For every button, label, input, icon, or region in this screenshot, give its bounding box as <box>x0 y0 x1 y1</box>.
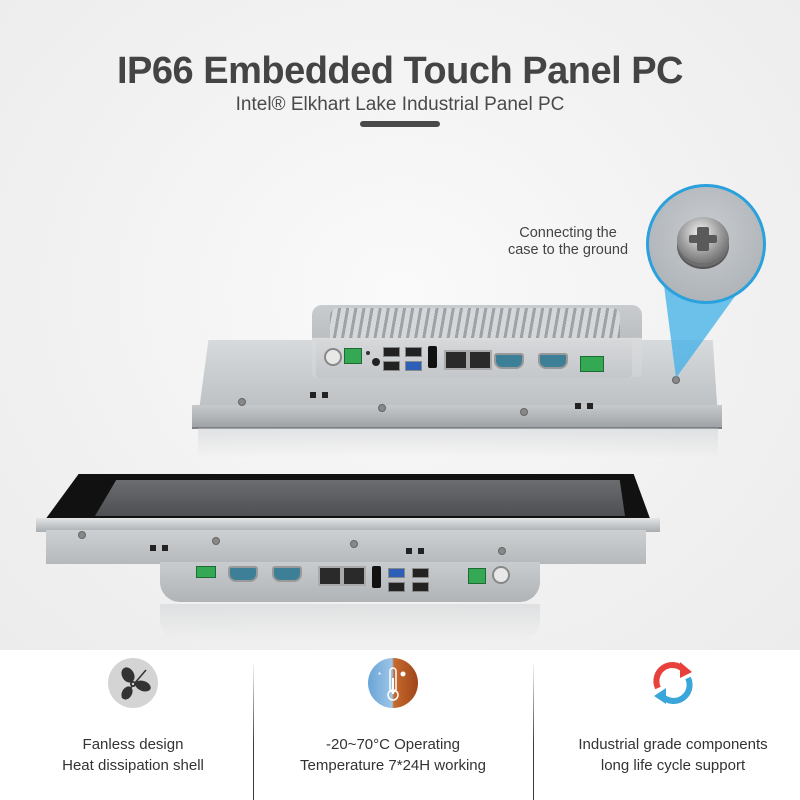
serial-port-icon <box>228 566 258 582</box>
power-button-icon <box>324 348 342 366</box>
screw-icon <box>350 540 358 548</box>
serial-port-icon <box>272 566 302 582</box>
screw-icon <box>498 547 506 555</box>
page-title: IP66 Embedded Touch Panel PC <box>117 50 683 92</box>
side-panel <box>46 530 646 564</box>
front-frame <box>36 518 660 532</box>
vent-hole <box>310 392 316 398</box>
feature-lifecycle: Industrial grade components long life cy… <box>540 650 800 776</box>
cycle-arrows-icon <box>648 658 698 708</box>
callout-line-2: case to the ground <box>507 242 629 258</box>
touch-screen <box>95 480 625 516</box>
feature-divider <box>253 660 254 800</box>
feature-divider <box>533 660 534 800</box>
feature-fanless-line2: Heat dissipation shell <box>62 757 204 774</box>
feature-lifecycle-line1: Industrial grade components <box>578 736 768 753</box>
usb3-port-icon <box>388 568 405 578</box>
hdmi-port-icon <box>428 346 437 368</box>
ground-screw-icon <box>672 376 680 384</box>
audio-jack-icon <box>372 358 380 366</box>
svg-text:*: * <box>378 671 381 680</box>
hdmi-port-icon <box>372 566 381 588</box>
serial-port-icon <box>494 353 524 369</box>
feature-lifecycle-line2: long life cycle support <box>600 757 746 774</box>
fan-icon <box>108 658 158 708</box>
screw-icon <box>78 531 86 539</box>
usb3-port-icon <box>405 361 422 371</box>
usb-port-icon <box>412 582 429 592</box>
grounding-zoom-circle <box>646 184 766 304</box>
vent-hole <box>322 392 328 398</box>
thermometer-icon: * <box>368 658 418 708</box>
screw-icon <box>520 408 528 416</box>
usb-port-icon <box>412 568 429 578</box>
lan-port-icon <box>468 350 492 370</box>
lan-port-icon <box>342 566 366 586</box>
screw-icon <box>238 398 246 406</box>
reflection <box>160 604 540 640</box>
rear-frame <box>192 405 722 429</box>
power-button-icon <box>492 566 510 584</box>
feature-temperature-line2: Temperature 7*24H working <box>300 757 486 774</box>
vent-hole <box>162 545 168 551</box>
vent-hole <box>418 548 424 554</box>
usb-port-icon <box>383 347 400 357</box>
screw-icon <box>212 537 220 545</box>
lan-port-icon <box>444 350 468 370</box>
usb-port-icon <box>388 582 405 592</box>
vent-hole <box>150 545 156 551</box>
vent-hole <box>587 403 593 409</box>
page-subtitle: Intel® Elkhart Lake Industrial Panel PC <box>235 94 565 115</box>
feature-fanless-line1: Fanless design <box>82 736 184 753</box>
title-underline <box>360 121 440 127</box>
reflection <box>198 428 718 458</box>
dc-power-terminal-icon <box>196 566 216 578</box>
feature-fanless: Fanless design Heat dissipation shell <box>0 650 266 776</box>
dc-power-terminal-icon <box>580 356 604 372</box>
grounding-callout-text: Connecting the case to the ground <box>478 225 658 259</box>
lan-port-icon <box>318 566 342 586</box>
led-icon <box>366 351 370 355</box>
terminal-block-icon <box>344 348 362 364</box>
callout-line-1: Connecting the <box>519 225 617 241</box>
vent-hole <box>575 403 581 409</box>
feature-temperature-line1: -20~70°C Operating <box>326 736 460 753</box>
usb-port-icon <box>383 361 400 371</box>
usb-port-icon <box>405 347 422 357</box>
grounding-screw-icon <box>677 217 729 263</box>
feature-temperature: * -20~70°C Operating Temperature 7*24H w… <box>260 650 526 776</box>
terminal-block-icon <box>468 568 486 584</box>
vent-hole <box>406 548 412 554</box>
heatsink-fins <box>330 308 620 338</box>
screw-icon <box>378 404 386 412</box>
serial-port-icon <box>538 353 568 369</box>
